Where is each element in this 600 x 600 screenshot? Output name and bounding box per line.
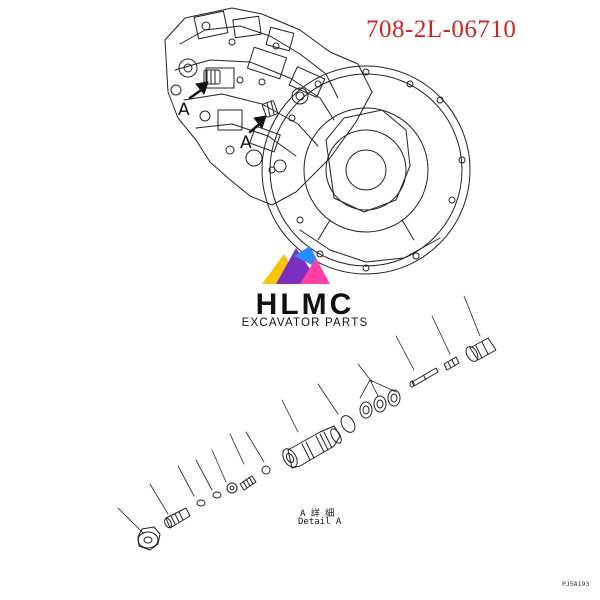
drawing-reference: PJ5A193 xyxy=(562,580,590,588)
spring-seat xyxy=(261,465,271,475)
callout-arrow-a1 xyxy=(188,81,209,100)
adjusting-screw xyxy=(164,507,191,529)
callout-arrow-a2 xyxy=(248,115,267,134)
callout-label-a1: A xyxy=(178,100,190,120)
callout-label-a2: A xyxy=(240,133,252,153)
hex-nut xyxy=(137,526,161,551)
detail-label-jp: A 詳 細 xyxy=(300,509,335,519)
brand-name: HLMC xyxy=(255,288,355,321)
brand-tagline: EXCAVATOR PARTS xyxy=(241,317,369,329)
spring xyxy=(239,475,257,491)
part-number: 708-2L-06710 xyxy=(366,16,517,43)
o-ring-small-2 xyxy=(212,491,222,499)
detail-label-en: Detail A xyxy=(298,517,342,527)
valve-spool-body xyxy=(282,425,342,469)
backup-ring-set xyxy=(359,389,401,419)
sleeve xyxy=(443,356,460,371)
o-ring-small-1 xyxy=(196,499,206,507)
hlmc-logo-mark xyxy=(262,246,330,284)
pump-flywheel-housing xyxy=(261,65,471,275)
stopper xyxy=(226,482,238,494)
leader-lines xyxy=(117,295,481,535)
piston-rod xyxy=(409,367,439,388)
hydraulic-pump-assembly xyxy=(164,7,373,206)
plug xyxy=(465,337,497,362)
o-ring-large xyxy=(340,415,356,433)
